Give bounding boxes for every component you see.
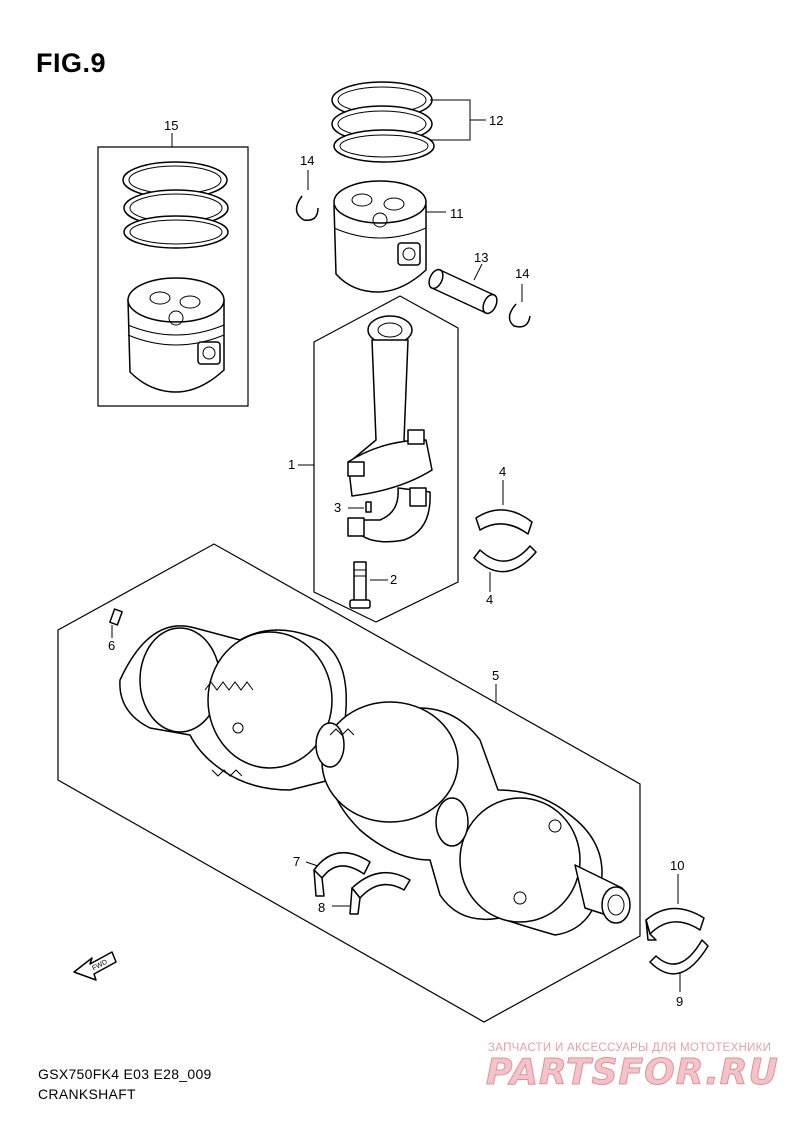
- section-name: CRANKSHAFT: [38, 1086, 136, 1102]
- piston-pin-clip-14-right: [508, 284, 531, 328]
- figure-title: FIG.9: [36, 48, 107, 78]
- callout-14-right: 14: [515, 266, 529, 281]
- crankshaft-journal-bearing-7: [305, 851, 371, 897]
- piston-ring-set-12: [331, 81, 486, 163]
- callout-9: 9: [676, 994, 683, 1009]
- fwd-arrow-icon: FWD: [73, 951, 117, 981]
- piston-pin-clip-14-left: [295, 170, 319, 221]
- model-code: GSX750FK4 E03 E28_009: [38, 1066, 212, 1082]
- callout-1: 1: [288, 457, 295, 472]
- thrust-bearing-9: [649, 939, 709, 992]
- callout-3: 3: [334, 500, 341, 515]
- callout-8: 8: [318, 900, 325, 915]
- watermark-logo: PARTSFOR.RU: [486, 1052, 779, 1094]
- callout-7: 7: [293, 854, 300, 869]
- callout-6: 6: [108, 638, 115, 653]
- conrod-bearing-4-lower: [473, 545, 537, 592]
- callout-4-upper: 4: [499, 464, 506, 479]
- callout-11: 11: [450, 206, 464, 221]
- crankshaft-dowel-6: [109, 608, 123, 638]
- thrust-bearing-10: [645, 874, 705, 941]
- callout-15: 15: [164, 118, 178, 133]
- callout-4-lower: 4: [486, 592, 493, 607]
- conrod-bolt-2: [349, 561, 388, 609]
- crankshaft-journal-bearing-8: [332, 871, 411, 915]
- connecting-rod-group-1: [298, 295, 459, 623]
- watermark-tagline: ЗАПЧАСТИ И АКСЕССУАРЫ ДЛЯ МОТОТЕХНИКИ: [488, 1042, 772, 1054]
- callout-13: 13: [474, 250, 488, 265]
- callout-10: 10: [670, 858, 684, 873]
- piston-pin-13: [428, 263, 498, 315]
- conrod-dowel-3: [348, 501, 372, 513]
- piston-kit-group-15: [97, 133, 249, 407]
- conrod-bearing-4-upper: [475, 480, 533, 535]
- callout-14-left: 14: [300, 153, 314, 168]
- callout-12: 12: [489, 113, 503, 128]
- crankshaft-group-5: [57, 543, 641, 1023]
- piston-11: [333, 180, 446, 293]
- callout-5: 5: [492, 668, 499, 683]
- callout-2: 2: [390, 572, 397, 587]
